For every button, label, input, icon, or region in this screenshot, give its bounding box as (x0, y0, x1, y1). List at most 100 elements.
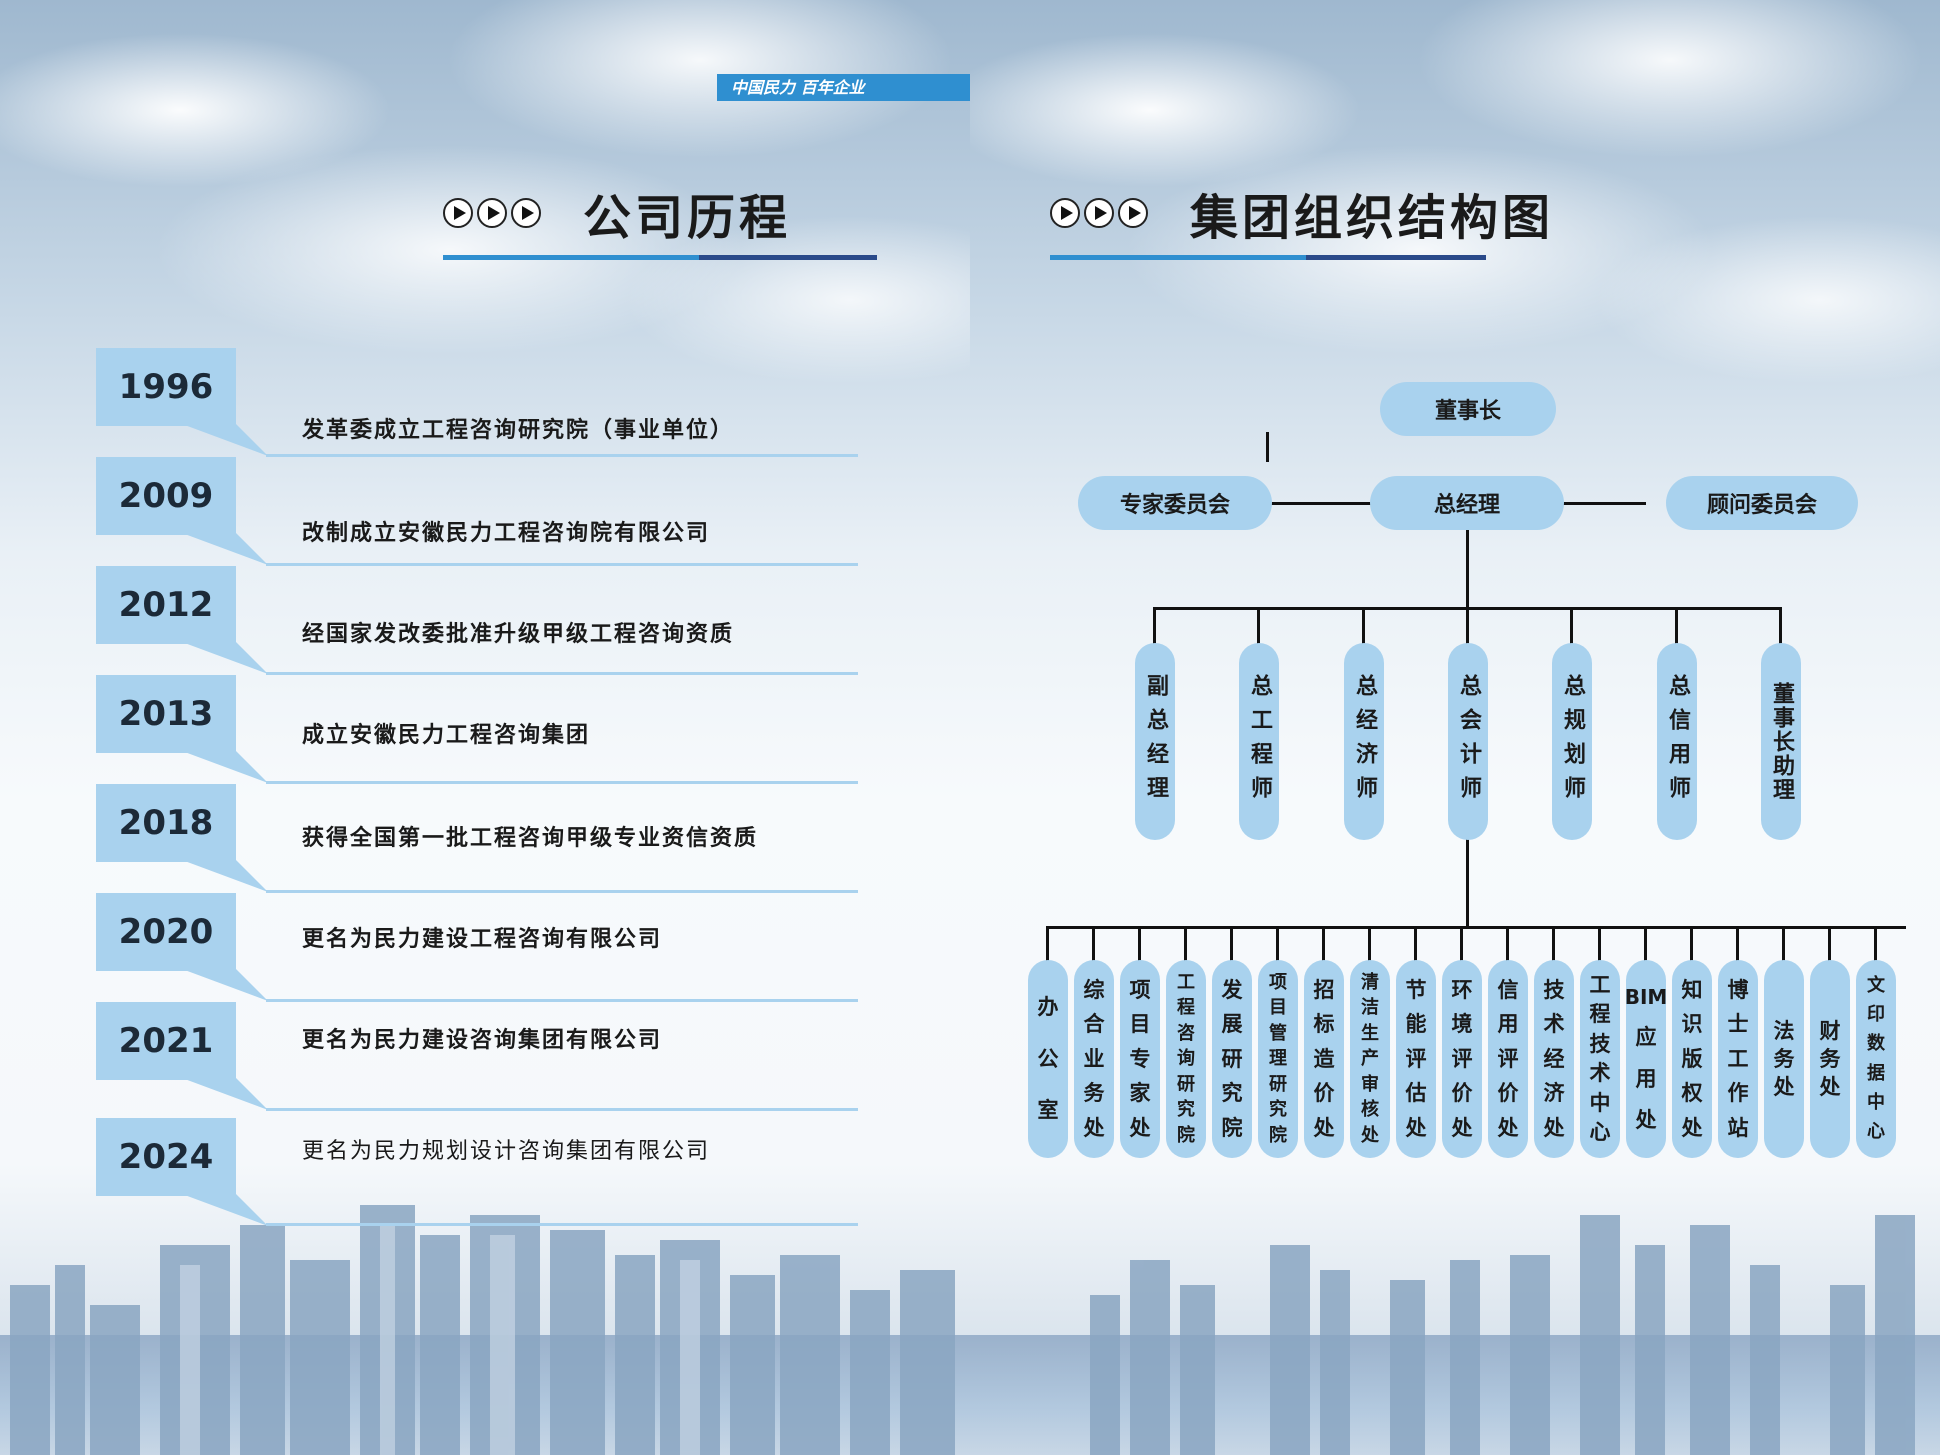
timeline-item: 2024 更名为民力规划设计咨询集团有限公司 (96, 1118, 858, 1226)
chairman-node: 董事长 (1380, 382, 1556, 436)
department-label-char: 处 (1451, 1115, 1473, 1140)
department-label-char: 展 (1221, 1012, 1243, 1036)
department-label-char: 财 (1819, 1018, 1841, 1043)
department-label-char: 处 (1773, 1074, 1795, 1099)
department-node: 综合业务处 (1074, 960, 1114, 1158)
year-label: 2024 (96, 1118, 236, 1196)
department-label-char: 家 (1129, 1081, 1151, 1105)
department-label-char: 环 (1451, 977, 1473, 1002)
timeline-text: 发革委成立工程咨询研究院（事业单位） (302, 418, 735, 443)
department-label-char: 处 (1361, 1124, 1379, 1146)
department-label-char: 工 (1177, 971, 1195, 993)
timeline-item: 2021 更名为民力建设咨询集团有限公司 (96, 1002, 858, 1111)
year-label: 1996 (96, 348, 236, 426)
department-node: 法务处 (1764, 960, 1804, 1158)
department-label-char: 造 (1313, 1046, 1335, 1071)
department-label-char: 济 (1543, 1081, 1565, 1105)
connector-line (1690, 926, 1693, 962)
department-label-char: 院 (1269, 1124, 1287, 1146)
department-label-char: 评 (1451, 1046, 1473, 1071)
department-node: 节能评估处 (1396, 960, 1436, 1158)
department-label-char: 业 (1083, 1046, 1105, 1071)
department-label-char: 印 (1867, 1004, 1885, 1026)
department-label-char: 发 (1221, 977, 1243, 1002)
year-tab-tail (182, 642, 268, 674)
department-node: 技术经济处 (1534, 960, 1574, 1158)
department-label-char: 办 (1037, 994, 1059, 1019)
brand-tagline: 中国民力 百年企业 (717, 74, 970, 101)
general-manager-node: 总经理 (1370, 476, 1564, 530)
department-label-char: 权 (1681, 1081, 1703, 1105)
expert-committee-node: 专家委员会 (1078, 476, 1272, 530)
department-label-char: 洁 (1361, 997, 1379, 1018)
year-label: 2013 (96, 675, 236, 753)
connector-line (1874, 926, 1877, 962)
department-label-char: 院 (1177, 1124, 1195, 1146)
title-underline-dark (1306, 255, 1486, 260)
department-node: 知识版权处 (1672, 960, 1712, 1158)
role-label: 总会计师 (1456, 673, 1481, 810)
timeline-text: 更名为民力建设咨询集团有限公司 (302, 1028, 663, 1053)
department-label-char: 务 (1773, 1046, 1795, 1071)
department-label-char: 心 (1589, 1120, 1611, 1145)
connector-line (1598, 926, 1601, 962)
connector-line (1092, 926, 1095, 962)
department-node: 财务处 (1810, 960, 1850, 1158)
department-label-char: 术 (1589, 1061, 1611, 1086)
org-title-row: 集团组织结构图 (1050, 178, 1554, 248)
history-title: 公司历程 (583, 190, 792, 246)
connector-line (1153, 607, 1156, 645)
department-label-char: 专 (1129, 1046, 1151, 1071)
year-tab-tail (182, 424, 268, 456)
department-label-char: 理 (1269, 1048, 1287, 1069)
year-tab-tail (182, 533, 268, 565)
year-label: 2018 (96, 784, 236, 862)
department-label-char: 目 (1269, 997, 1287, 1018)
arrow-icons (443, 198, 541, 228)
org-title: 集团组织结构图 (1190, 190, 1555, 246)
role-label: 董事长助理 (1769, 681, 1794, 802)
department-label-char: 处 (1819, 1074, 1841, 1099)
department-label-char: 中 (1867, 1091, 1885, 1113)
connector-line (1362, 607, 1365, 645)
department-label-char: 评 (1497, 1046, 1519, 1071)
department-label-char: 技 (1589, 1031, 1611, 1056)
department-label-char: 术 (1543, 1012, 1565, 1036)
department-node: 发展研究院 (1212, 960, 1252, 1158)
department-label-char: 评 (1405, 1046, 1427, 1071)
timeline-divider (266, 563, 858, 566)
connector-line (1466, 528, 1469, 608)
timeline-divider (266, 781, 858, 784)
history-page: 公司历程 1996 发革委成立工程咨询研究院（事业单位） 2009 改制成立安徽… (0, 0, 970, 1455)
department-label-char: 作 (1727, 1081, 1749, 1105)
department-label-char: 程 (1589, 1002, 1611, 1027)
department-node: 博士工作站 (1718, 960, 1758, 1158)
arrow-right-icon (443, 198, 473, 228)
department-label-char: 务 (1083, 1081, 1105, 1105)
title-underline-dark (699, 255, 877, 260)
department-node: 办公室 (1028, 960, 1068, 1158)
connector-line (1828, 926, 1831, 962)
timeline-text: 改制成立安徽民力工程咨询院有限公司 (302, 521, 711, 546)
department-label-char: 究 (1269, 1099, 1287, 1120)
department-label-char: 究 (1177, 1099, 1195, 1120)
timeline-item: 2012 经国家发改委批准升级甲级工程咨询资质 (96, 566, 858, 675)
timeline-divider (266, 890, 858, 893)
year-tab-tail (182, 860, 268, 892)
connector-line (1230, 926, 1233, 962)
role-node: 董事长助理 (1761, 643, 1801, 840)
department-label-char: 价 (1313, 1081, 1335, 1105)
arrow-right-icon (477, 198, 507, 228)
advisor-committee-node: 顾问委员会 (1666, 476, 1858, 530)
connector-line (1138, 926, 1141, 962)
connector-line (1257, 607, 1260, 645)
department-label-char: 研 (1177, 1073, 1195, 1095)
year-tab-tail (182, 751, 268, 783)
connector-line (1460, 926, 1463, 962)
year-tab-tail (182, 1194, 268, 1226)
city-skyline-image (1090, 1215, 1915, 1455)
department-label-char: 据 (1867, 1062, 1885, 1084)
connector-line (1466, 607, 1469, 645)
department-node: 项目管理研究院 (1258, 960, 1298, 1158)
department-label-char: 目 (1129, 1012, 1151, 1036)
